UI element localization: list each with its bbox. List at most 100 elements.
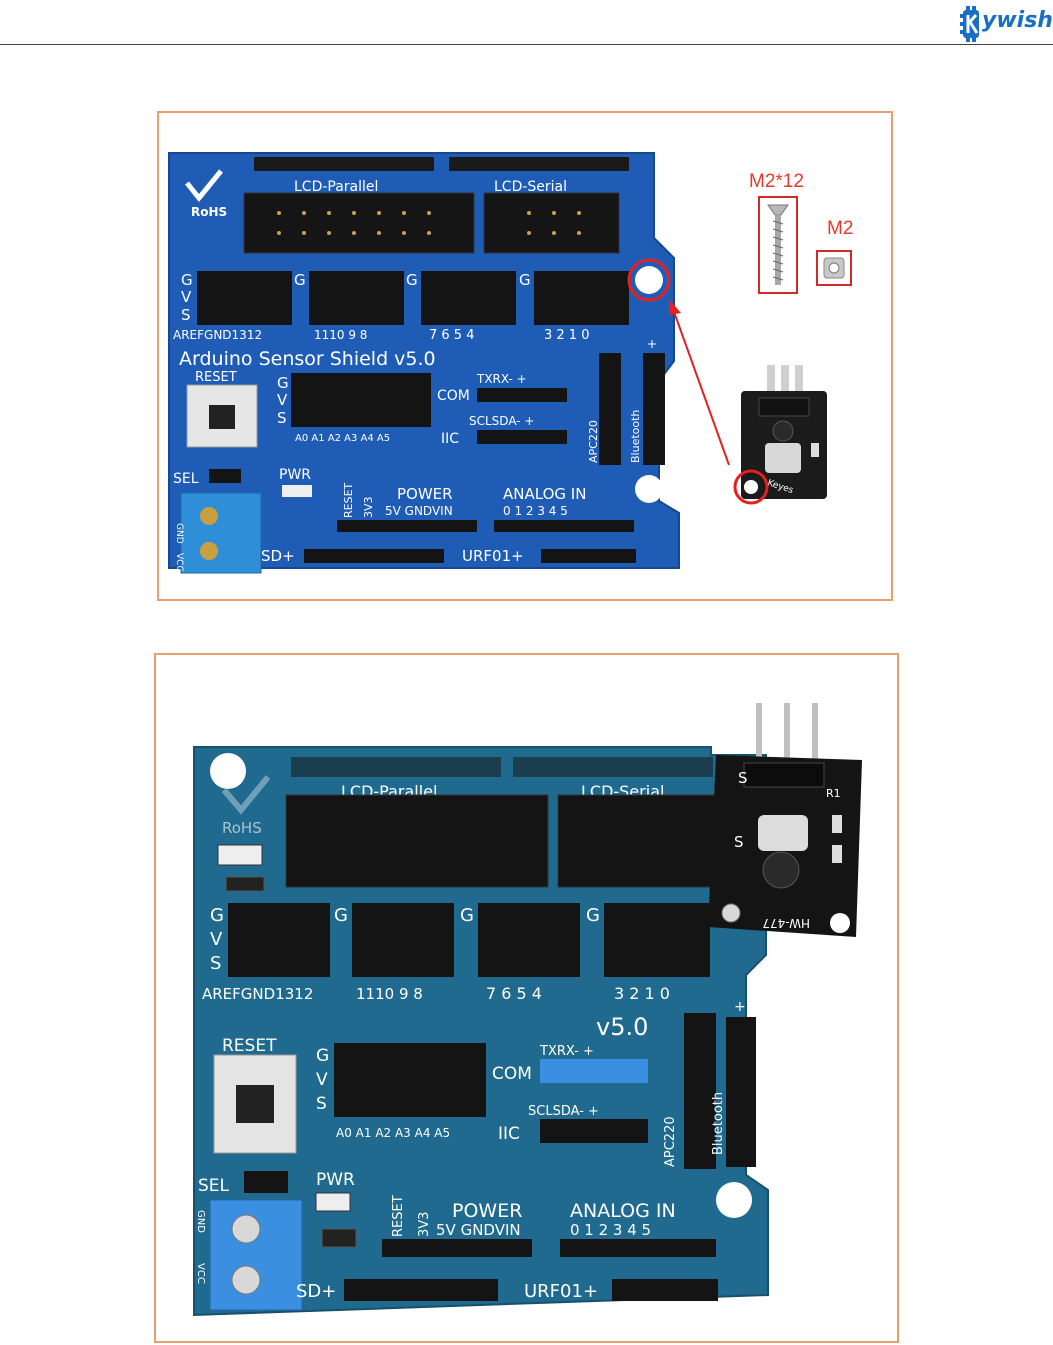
urf-label: URF01+ [462,547,524,565]
pin-block-2 [309,271,404,325]
apc220-header [684,1013,716,1169]
sel-label: SEL [198,1176,230,1196]
top-header-right [513,757,713,777]
reset-vertical-label: RESET [391,1195,406,1237]
nut-label: M2 [827,218,854,239]
pwr-led [315,1192,351,1212]
rohs-label: RoHS [222,819,262,837]
pin-block-3 [478,903,580,977]
sd-header [344,1279,498,1301]
urf-header [612,1279,718,1301]
gvs-g-label: G [181,271,193,289]
module-r1: R1 [826,787,841,800]
analog-in-label: ANALOG IN [570,1200,676,1222]
digital-group-3: 7 6 5 4 [486,984,542,1003]
brand-logo: ywish [960,4,1053,44]
analog-nums-label: 0 1 2 3 4 5 [503,504,568,518]
rohs-check-icon [185,169,223,202]
pwr-label: PWR [316,1170,355,1190]
sel-label: SEL [173,471,199,487]
pin-block-3 [421,271,516,325]
mount-hole [210,753,246,789]
sd-header [304,549,444,563]
screw-label: M2*12 [749,171,804,192]
reset-label: RESET [195,370,237,385]
bluetooth-label: Bluetooth [711,1092,726,1155]
pin-block-4 [604,903,710,977]
lcd-serial-connector [483,192,620,254]
shield-board [193,746,769,1317]
rohs-label: RoHS [191,205,227,219]
gvs-s5: S [277,409,287,427]
pin-block-1 [197,271,292,325]
gvs-v-label: V [210,929,223,950]
power-label: POWER [452,1200,522,1222]
v5-label: v5.0 [596,1013,648,1041]
analog-pins-label: A0 A1 A2 A3 A4 A5 [336,1126,450,1140]
rohs-check-icon [221,775,271,815]
power-pins-label: 5V GNDVIN [385,504,453,518]
pwr-label: PWR [279,467,311,483]
power-pins-label: 5V GNDVIN [436,1221,521,1239]
sclsda-label: SCLSDA- + [528,1104,599,1119]
digital-group-2: 1110 9 8 [314,328,367,342]
iic-header [477,430,567,444]
pin-block-4 [534,271,629,325]
vcc-label: VCC [174,553,184,572]
gnd-label: GND [195,1210,206,1233]
bluetooth-header [726,1017,756,1167]
module-hole-highlight [733,469,769,505]
txrx-label: TXRX- + [539,1044,594,1059]
module-s-mid: S [734,833,744,851]
apc220-header [599,353,621,465]
alignment-arrow [672,308,730,466]
digital-group-1: AREFGND1312 [202,985,313,1003]
gvs-s-label: S [210,953,221,974]
bluetooth-header [643,353,665,465]
top-header-right [449,157,629,171]
gvs-s5: S [316,1094,327,1114]
gvs-s-label: S [181,306,191,324]
pin-block-1 [228,903,330,977]
iic-header [540,1119,648,1143]
top-header-left [291,757,501,777]
sd-label: SD+ [296,1281,336,1302]
reset-label: RESET [222,1036,277,1056]
screw-icon [767,204,789,285]
top-header-left [254,157,434,171]
mount-hole [635,475,663,503]
gvs-g5: G [316,1046,329,1066]
figure-2-frame: RoHS LCD-Parallel LCD-Serial S S R1 HW-4… [154,653,899,1343]
digital-group-4: 3 2 1 0 [614,984,670,1003]
figure-2-illustration: RoHS LCD-Parallel LCD-Serial S S R1 HW-4… [193,703,862,1317]
ir-receiver-module: Keyes [741,365,827,499]
com-label: COM [437,388,470,404]
bt-plus-label: + [734,999,746,1015]
lcd-serial-connector [557,794,719,888]
gvs-g2: G [334,905,348,926]
module-s-top: S [738,769,748,787]
com-label: COM [492,1064,532,1084]
lcd-parallel-connector [243,192,475,254]
module-model: HW-477 [762,916,810,930]
lcd-serial-label: LCD-Serial [494,179,567,195]
sd-label: SD+ [261,547,295,565]
gnd-label: GND [174,523,184,544]
gvs-g4: G [586,905,600,926]
v3-label: 3V3 [362,496,375,518]
analog-header [560,1239,716,1257]
figure-1-frame: RoHS LCD-Parallel LCD-Serial G V S G G G… [157,111,893,601]
gvs-g-label: G [210,905,224,926]
board-title: Arduino Sensor Shield v5.0 [179,348,436,370]
mount-hole [635,266,663,294]
vcc-label: VCC [195,1263,206,1284]
header-rule [0,44,1053,45]
sel-jumper [244,1171,288,1193]
com-header [540,1059,648,1083]
power-label: POWER [397,485,453,503]
figure-1-illustration: RoHS LCD-Parallel LCD-Serial G V S G G G… [168,152,852,574]
nut-icon [823,257,845,279]
com-header [477,388,567,402]
bluetooth-label: Bluetooth [629,410,642,463]
v3-label: 3V3 [417,1212,432,1237]
